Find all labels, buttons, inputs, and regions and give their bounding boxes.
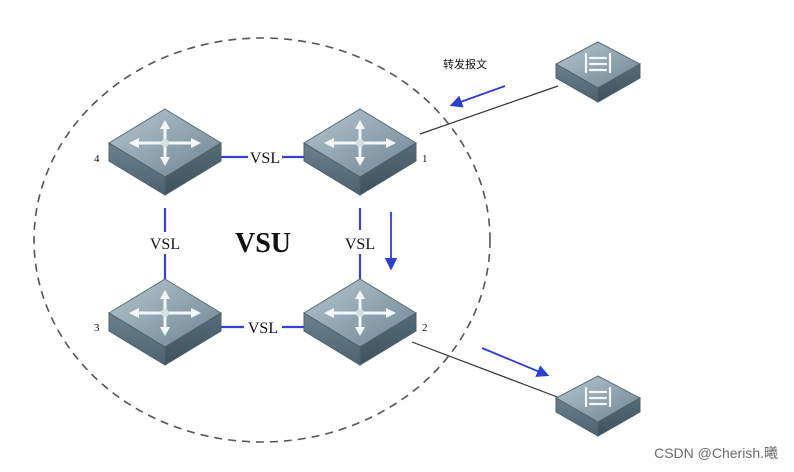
- switch-label-3: 3: [94, 322, 100, 334]
- switch-label-1: 1: [422, 153, 428, 165]
- vsu-title: VSU: [235, 228, 291, 259]
- vsu-boundary: [33, 37, 491, 443]
- ingress-arrow-icon: [449, 85, 506, 108]
- switch-1-icon: [302, 107, 418, 197]
- switch-label-4: 4: [94, 153, 100, 165]
- downstream-switch-icon: [554, 374, 642, 438]
- uplink-cable: [419, 85, 559, 135]
- vsl-label-1-2: VSL: [345, 236, 375, 253]
- egress-arrow-icon: [481, 347, 550, 377]
- forward-label: 转发报文: [443, 57, 487, 71]
- downlink-cable: [411, 341, 561, 399]
- switch-3-icon: [107, 277, 223, 367]
- vsl-label-4-3: VSL: [150, 236, 180, 253]
- upstream-switch-icon: [554, 40, 642, 104]
- switch-4-icon: [107, 107, 223, 197]
- switch-label-2: 2: [422, 322, 428, 334]
- switch-2-icon: [302, 277, 418, 367]
- watermark: CSDN @Cherish.曦: [654, 445, 778, 461]
- vsl-label-3-2: VSL: [248, 320, 278, 337]
- vsl-label-4-1: VSL: [250, 150, 280, 167]
